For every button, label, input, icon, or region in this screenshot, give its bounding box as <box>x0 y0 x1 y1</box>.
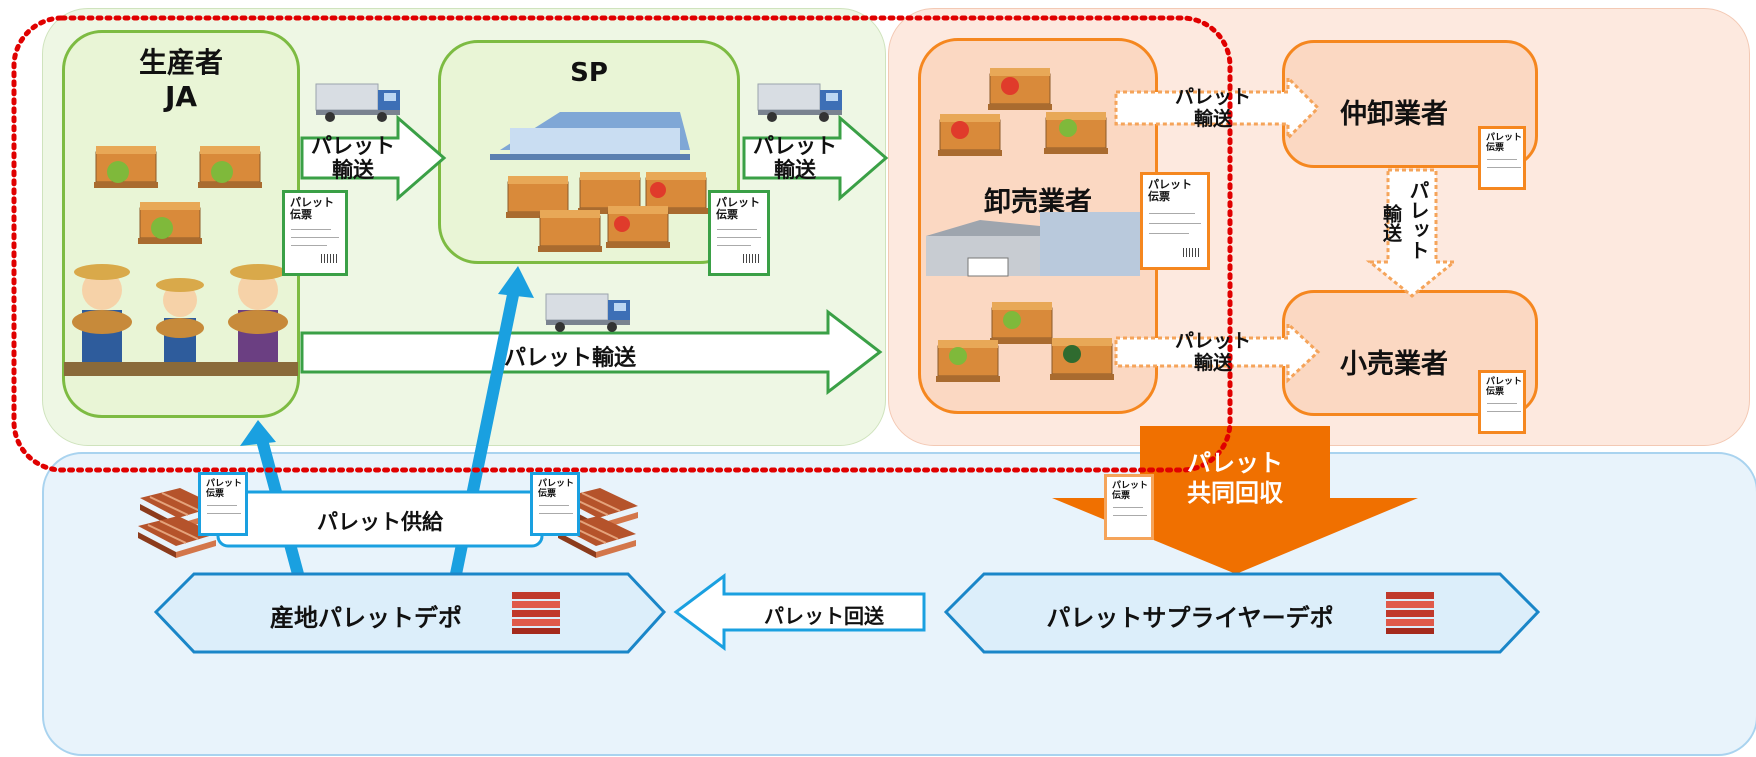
pallet-slip: パレット伝票 <box>530 472 580 536</box>
arrow-sp-to-wholesale <box>742 114 889 202</box>
arrow-return <box>673 573 926 651</box>
market-building-icon <box>926 212 1140 277</box>
arrow-label-wholesale-to-retail: パレット輸送 <box>1174 330 1251 374</box>
arrow-label-sp-to-wholesale: パレット輸送 <box>753 134 837 182</box>
truck-icon <box>315 83 401 123</box>
produce-box-icon <box>935 339 1001 383</box>
blue-arrow-head-right <box>498 266 534 298</box>
produce-box-icon <box>537 209 603 253</box>
arrow-wholesale-to-retail <box>1114 320 1321 384</box>
arrow-wholesale-to-intermediate <box>1114 74 1321 142</box>
pallet-slip: パレット伝票 <box>198 472 248 536</box>
blue-arrow-head-left <box>240 420 276 446</box>
arrow-label-wholesale-to-intermediate: パレット輸送 <box>1174 86 1251 130</box>
arrow-joint-collection <box>1052 426 1418 574</box>
produce-box-icon <box>1049 337 1115 381</box>
truck-icon <box>757 83 843 123</box>
produce-box-icon <box>1043 111 1109 155</box>
produce-box-icon <box>987 67 1053 111</box>
arrow-label-producer-to-sp: パレット輸送 <box>311 134 395 182</box>
arrow-producer-to-sp <box>300 114 447 202</box>
origin-depot-label: 産地パレットデポ <box>270 604 462 632</box>
arrow-label-joint-collection: パレット共同回収 <box>1187 449 1283 507</box>
retailer-label: 小売業者 <box>1340 349 1448 380</box>
truck-icon <box>545 293 631 333</box>
produce-box-icon <box>989 301 1055 345</box>
farmers-icon <box>64 264 298 376</box>
arrow-intermediate-to-retail <box>1365 168 1459 298</box>
intermediate-label: 仲卸業者 <box>1340 99 1448 130</box>
arrow-producer-to-wholesale <box>300 308 883 396</box>
arrow-label-intermediate-to-retail-col1: 輸送 <box>1380 204 1402 242</box>
warehouse-icon <box>490 112 690 160</box>
pallet-slip: パレット伝票 <box>708 190 770 276</box>
pallet-slip: パレット伝票 <box>1478 370 1526 434</box>
pallet-slip: パレット伝票 <box>1104 474 1154 540</box>
pallet-slip: パレット伝票 <box>1140 172 1210 270</box>
supplier-depot-label: パレットサプライヤーデポ <box>1046 604 1334 632</box>
arrow-label-producer-to-wholesale: パレット輸送 <box>503 346 636 371</box>
arrow-label-return: パレット回送 <box>764 604 884 628</box>
dashed-boundary <box>11 15 1233 473</box>
pallet-slip: パレット伝票 <box>1478 126 1526 190</box>
pallet-slip: パレット伝票 <box>282 190 348 276</box>
produce-box-icon <box>937 113 1003 157</box>
sp-label: SP <box>570 58 608 88</box>
arrow-label-intermediate-to-retail-col2: パレット <box>1406 180 1430 260</box>
arrow-label-supply: パレット供給 <box>317 510 443 534</box>
